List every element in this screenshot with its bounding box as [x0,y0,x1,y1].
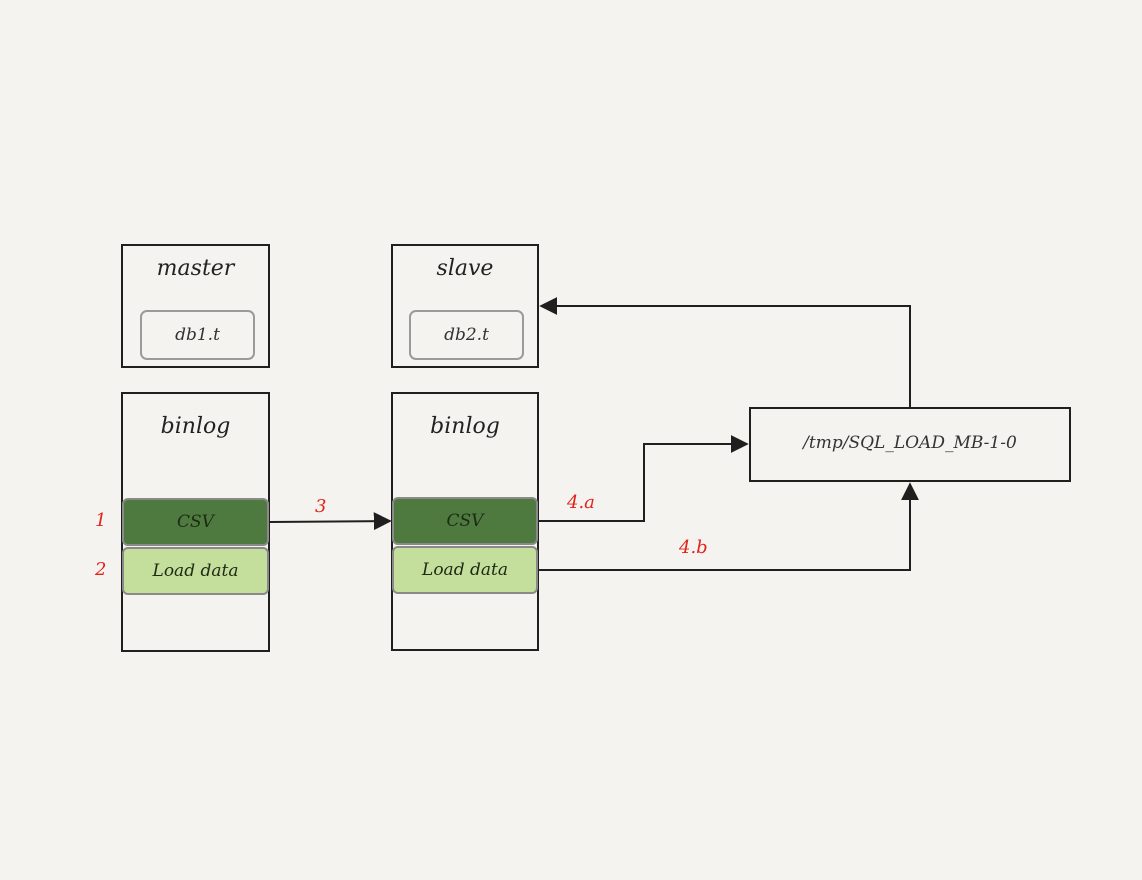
step-3-label: 3 [315,496,327,517]
slave-table: db2.t [409,310,524,360]
step-1-label: 1 [95,510,107,531]
slave-title: slave [436,256,494,281]
master-binlog-csv-event: CSV [122,498,269,546]
master-title: master [156,256,235,281]
slave-binlog-load-data-event: Load data [392,546,538,594]
arrow-step-4a [539,435,749,522]
slave-binlog-csv-event: CSV [392,497,538,545]
step-4b-label: 4.b [679,537,708,558]
tmp-file-path: /tmp/SQL_LOAD_MB-1-0 [803,433,1017,453]
master-binlog-load-data-event: Load data [122,547,269,595]
step-2-label: 2 [95,559,107,580]
master-box: master db1.t [121,244,270,368]
slave-box: slave db2.t [391,244,539,368]
arrow-tmp-to-slave [539,297,911,407]
tmp-file-box: /tmp/SQL_LOAD_MB-1-0 [749,407,1071,482]
arrow-step-4b [539,482,919,571]
master-table: db1.t [140,310,255,360]
master-binlog-title: binlog [160,414,231,439]
arrow-step-3 [269,512,392,531]
slave-binlog-title: binlog [430,414,500,439]
step-4a-label: 4.a [567,492,595,513]
